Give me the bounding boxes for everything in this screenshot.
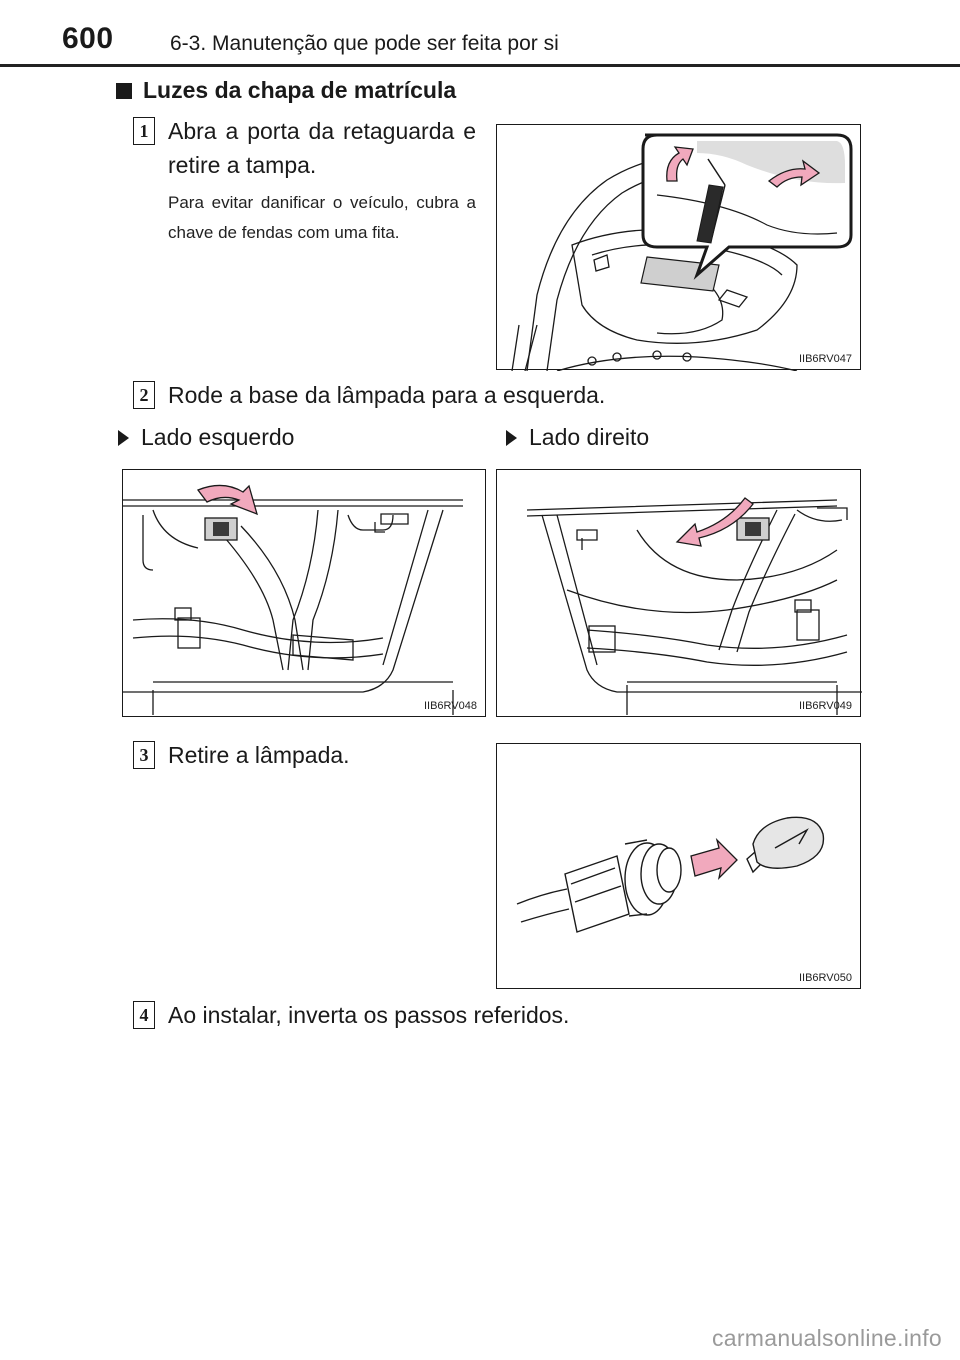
- watermark: carmanualsonline.info: [711, 1325, 942, 1351]
- left-lamp-illustration: [123, 484, 463, 715]
- side-label-right: Lado direito: [529, 424, 650, 450]
- right-lamp-illustration: [526, 497, 862, 715]
- black-square-icon: [116, 83, 132, 99]
- step-2-text: Rode a base da lâmpada para a esquerda.: [168, 382, 606, 408]
- back-door-illustration: [511, 133, 853, 371]
- step-1-note: Para evitar danificar o veículo, cubra a…: [168, 193, 476, 242]
- side-label-left: Lado esquerdo: [141, 424, 295, 450]
- step-1-text: Abra a porta da retaguarda e retire a ta…: [168, 118, 476, 178]
- step-number-1: 1: [133, 117, 155, 145]
- figure-remove-bulb: IIB6RV050: [496, 743, 861, 989]
- header-rule: [0, 64, 960, 67]
- chapter-title: 6-3. Manutenção que pode ser feita por s…: [170, 32, 559, 55]
- step-number-4: 4: [133, 1001, 155, 1029]
- step-4-text: Ao instalar, inverta os passos referidos…: [168, 1002, 570, 1028]
- right-triangle-icon: [506, 430, 517, 446]
- figure-right-side: IIB6RV049: [496, 469, 862, 717]
- figure-id: IIB6RV049: [798, 700, 852, 712]
- figure-id: IIB6RV048: [423, 700, 477, 712]
- step-number-2: 2: [133, 381, 155, 409]
- section-title: Luzes da chapa de matrícula: [143, 77, 457, 103]
- figure-open-back-door: IIB6RV047: [496, 124, 861, 371]
- right-triangle-icon: [118, 430, 129, 446]
- bulb-socket-illustration: [516, 816, 825, 933]
- step-number-3: 3: [133, 741, 155, 769]
- figure-id: IIB6RV047: [798, 353, 852, 365]
- figure-id: IIB6RV050: [798, 972, 852, 984]
- figure-left-side: IIB6RV048: [122, 469, 486, 717]
- step-3-text: Retire a lâmpada.: [168, 742, 350, 768]
- page-number: 600: [62, 22, 114, 55]
